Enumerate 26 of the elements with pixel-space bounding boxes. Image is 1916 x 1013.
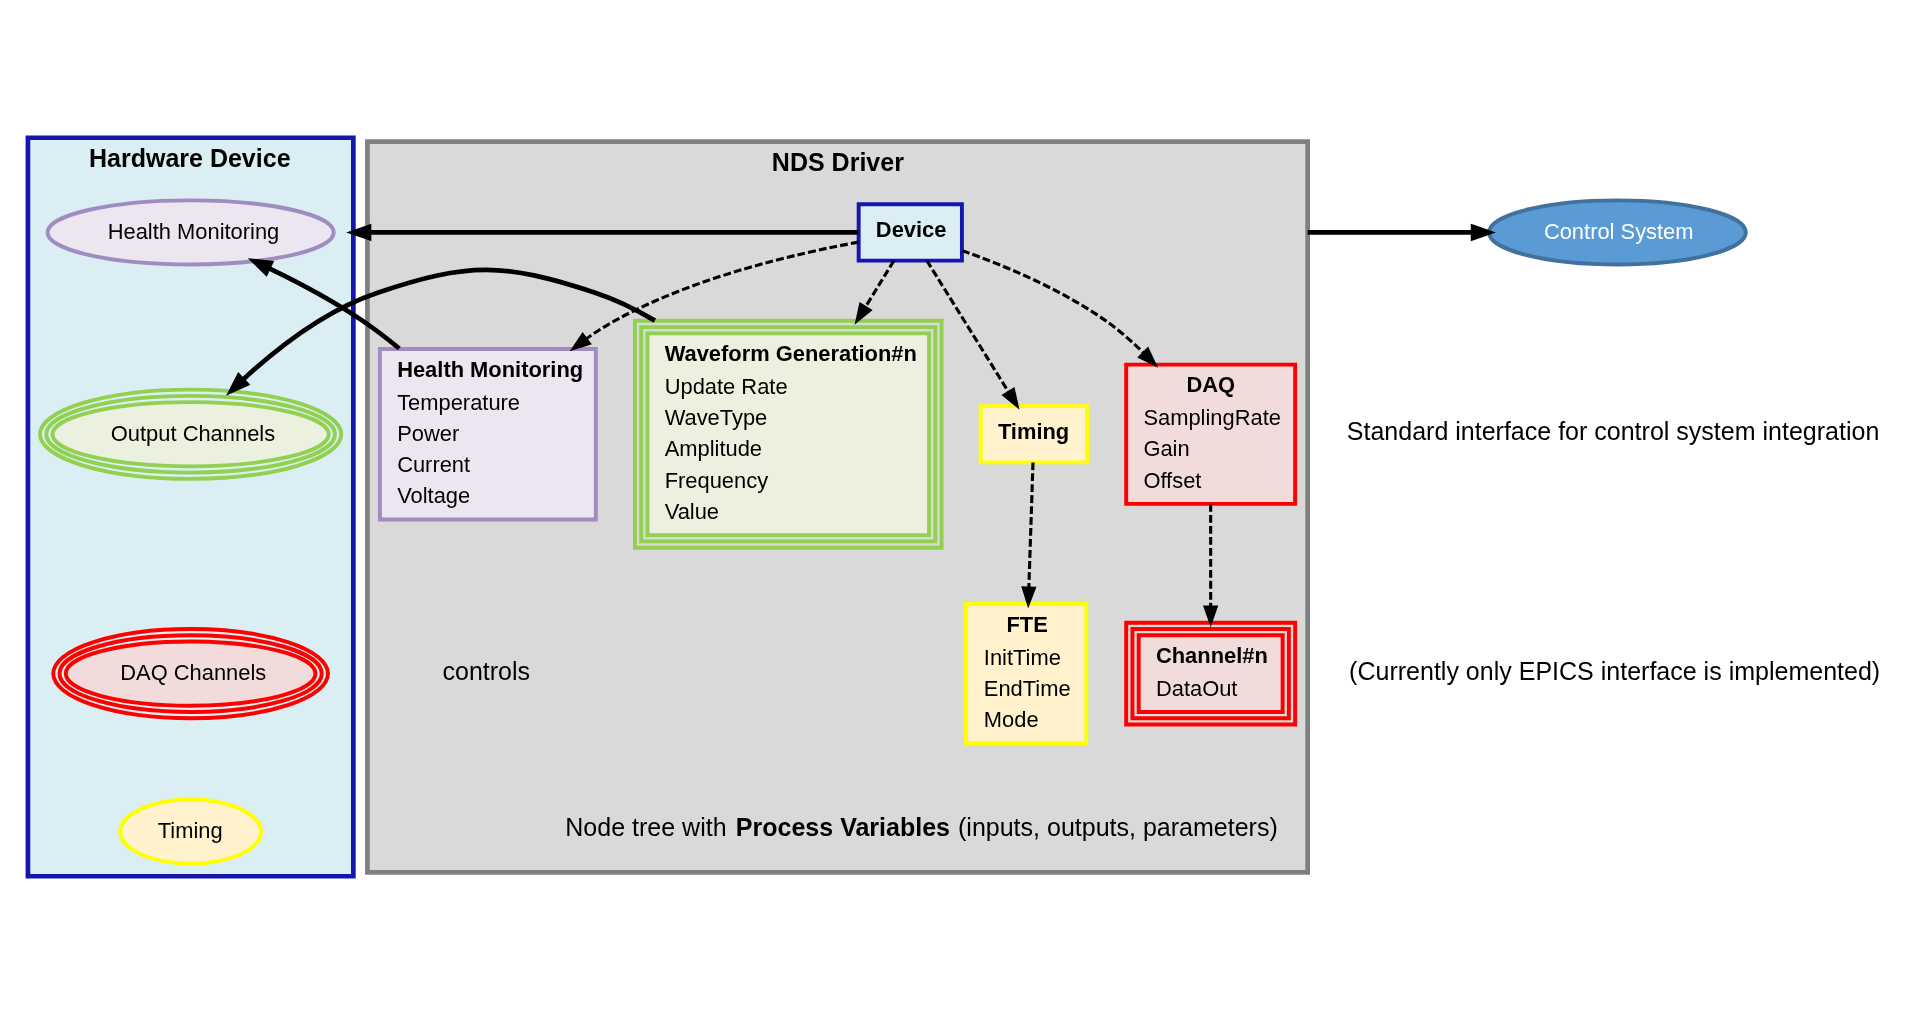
arrow <box>1307 223 1496 241</box>
arrow <box>1202 503 1219 627</box>
arrow <box>346 223 859 241</box>
node-box: Health Monitoring Temperature Power Current Voltage <box>377 346 598 521</box>
arrow <box>854 259 896 325</box>
node-box: Device <box>856 201 964 263</box>
arrow <box>226 267 657 396</box>
node-box: FTE InitTime EndTime Mode <box>963 601 1089 745</box>
node-label: Node tree with Process Variables (inputs, outputs, parameters) <box>565 812 1278 841</box>
node-ellipse: Health Monitoring <box>45 197 336 266</box>
arrow <box>569 240 859 351</box>
arrow <box>961 248 1159 368</box>
label: Standard interface for control system integration <box>1346 416 1880 445</box>
node-ellipse: Timing <box>118 797 263 866</box>
node-box: Channel#n DataOut <box>1124 620 1298 726</box>
node-box: Waveform Generation#n Update Rate WaveType Amplitude Frequency Value <box>633 318 944 550</box>
node-box: Timing <box>978 403 1090 464</box>
node-ellipse: Control System <box>1487 197 1748 266</box>
arrow <box>1021 461 1037 608</box>
arrow <box>925 259 1020 410</box>
node-box: DAQ SamplingRate Gain Offset <box>1124 362 1298 506</box>
label: controls <box>442 656 531 685</box>
label: (Currently only EPICS interface is implemented) <box>1349 656 1881 685</box>
node-ellipse: DAQ Channels <box>51 626 330 720</box>
node-ellipse: Output Channels <box>38 387 344 481</box>
arrow <box>247 257 401 350</box>
